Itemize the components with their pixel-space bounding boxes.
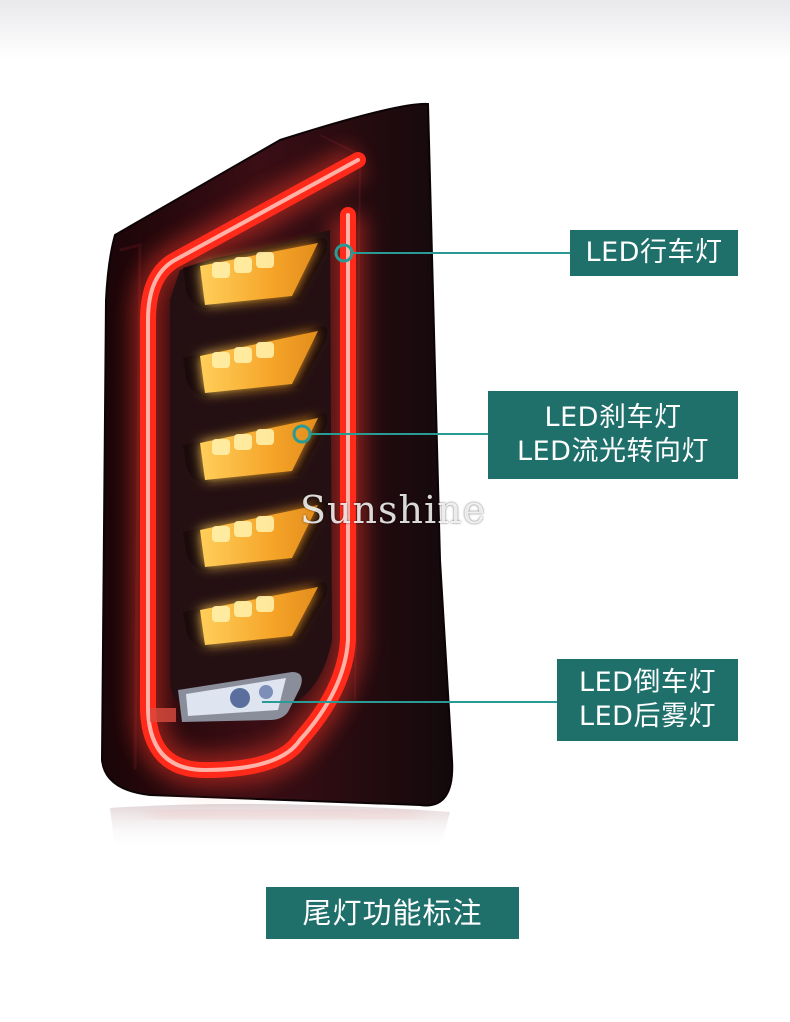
label-running-light: LED行车灯 [570, 230, 738, 276]
label-reverse-light-text: LED倒车灯 [579, 667, 716, 698]
label-brake-turn: LED刹车灯 LED流光转向灯 [488, 391, 738, 479]
top-shade [0, 0, 790, 60]
amber-module [183, 413, 328, 485]
label-fog-light-text: LED后雾灯 [579, 701, 716, 732]
caption-banner: 尾灯功能标注 [266, 887, 519, 939]
label-brake-light-text: LED刹车灯 [544, 402, 682, 433]
callout-lines [262, 243, 570, 703]
amber-signal-modules [183, 238, 328, 650]
label-running-light-text: LED行车灯 [585, 237, 723, 268]
reverse-fog-lens [150, 672, 302, 722]
label-turn-signal-text: LED流光转向灯 [517, 436, 709, 467]
floor-reflection [110, 803, 450, 850]
amber-module [183, 582, 328, 650]
watermark-text: Sunshine [300, 488, 487, 532]
amber-module [183, 500, 328, 572]
label-reverse-fog: LED倒车灯 LED后雾灯 [557, 659, 738, 741]
amber-module [183, 326, 328, 398]
amber-module [183, 238, 328, 310]
